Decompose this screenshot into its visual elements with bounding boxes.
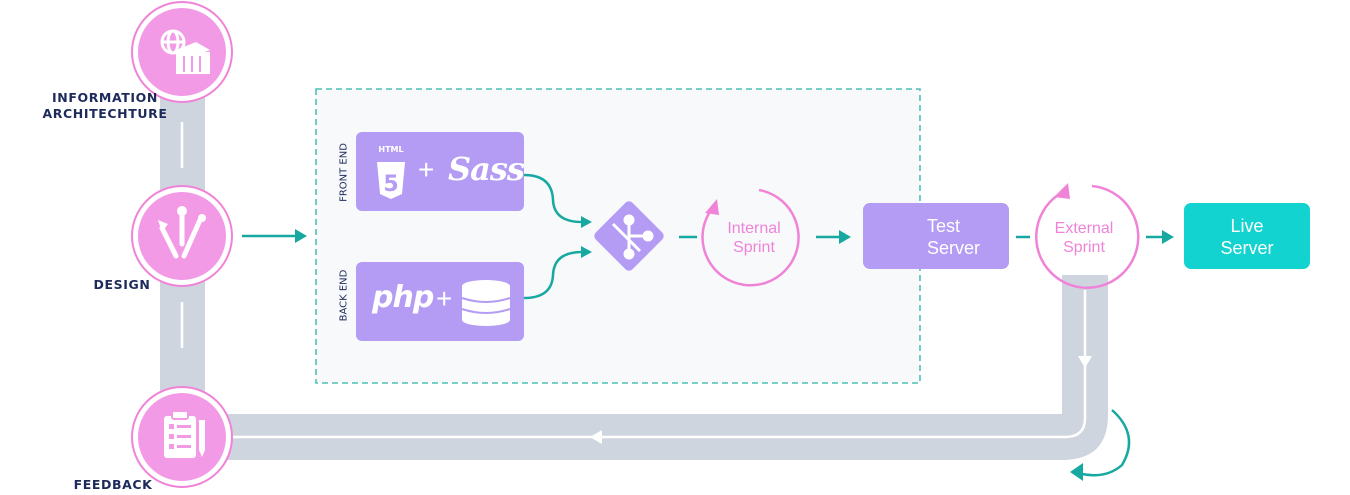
test-server-line1: Test: [927, 216, 961, 236]
frontend-tech-box: 5 HTML + Sass: [356, 132, 525, 211]
live-server-box: Live Server: [1184, 203, 1310, 269]
left-arrow-head: [590, 430, 602, 444]
design-tools-icon: [159, 211, 203, 259]
arrow-to-live-head: [1162, 230, 1174, 244]
information-architecture-node: [131, 1, 233, 103]
label-front-end: FRONT END: [338, 143, 350, 202]
live-server-line2: Server: [1220, 238, 1274, 258]
internal-sprint-ring: [701, 188, 800, 287]
external-sprint-label: External Sprint: [1034, 219, 1134, 257]
internal-sprint-ring-head: [705, 199, 719, 215]
plus-sign: +: [436, 283, 453, 314]
database-icon: [461, 280, 511, 326]
globe-building-icon: [160, 29, 186, 55]
frontend-to-git-head: [581, 216, 592, 228]
external-sprint-line1: External: [1054, 220, 1114, 237]
feedback-track: [205, 275, 1108, 460]
frontend-to-git: [523, 173, 583, 224]
internal-sprint-label: Internal Sprint: [704, 219, 804, 257]
label-information-architecture: INFORMATION ARCHITECHTURE: [42, 90, 168, 121]
internal-sprint-line1: Internal: [727, 220, 781, 237]
external-sprint-line2: Sprint: [1063, 239, 1105, 256]
plus-sign: +: [418, 154, 435, 185]
external-sprint-ring: [1035, 184, 1140, 290]
html5-icon: 5: [377, 162, 405, 199]
clipboard-checklist-icon: [164, 410, 205, 458]
html5-number: 5: [383, 172, 398, 197]
return-arrow-head: [1070, 463, 1083, 481]
test-server-line2: Server: [927, 238, 981, 258]
html-badge: HTML: [378, 145, 404, 154]
return-arrow: [1077, 409, 1131, 477]
arrow-to-test-head: [839, 230, 851, 244]
php-logo: php: [372, 280, 434, 315]
feedback-track-line: [230, 290, 1087, 439]
internal-sprint-line2: Sprint: [733, 239, 775, 256]
sass-logo-icon: Sass: [448, 150, 525, 188]
backend-to-git: [523, 250, 583, 300]
label-back-end: BACK END: [338, 269, 350, 322]
design-node: [131, 185, 233, 287]
external-sprint-ring-head: [1054, 183, 1070, 199]
backend-to-git-head: [581, 246, 592, 258]
backend-tech-box: php +: [356, 262, 524, 341]
feedback-node: [131, 386, 233, 488]
test-server-box: Test Server: [863, 203, 1009, 269]
label-feedback: FEEDBACK: [73, 477, 153, 492]
label-design: DESIGN: [93, 277, 151, 292]
down-arrow-head: [1078, 356, 1092, 368]
live-server-line1: Live: [1230, 216, 1264, 236]
git-branch-lines: [611, 214, 654, 260]
arrow-to-dev-head: [295, 229, 307, 243]
